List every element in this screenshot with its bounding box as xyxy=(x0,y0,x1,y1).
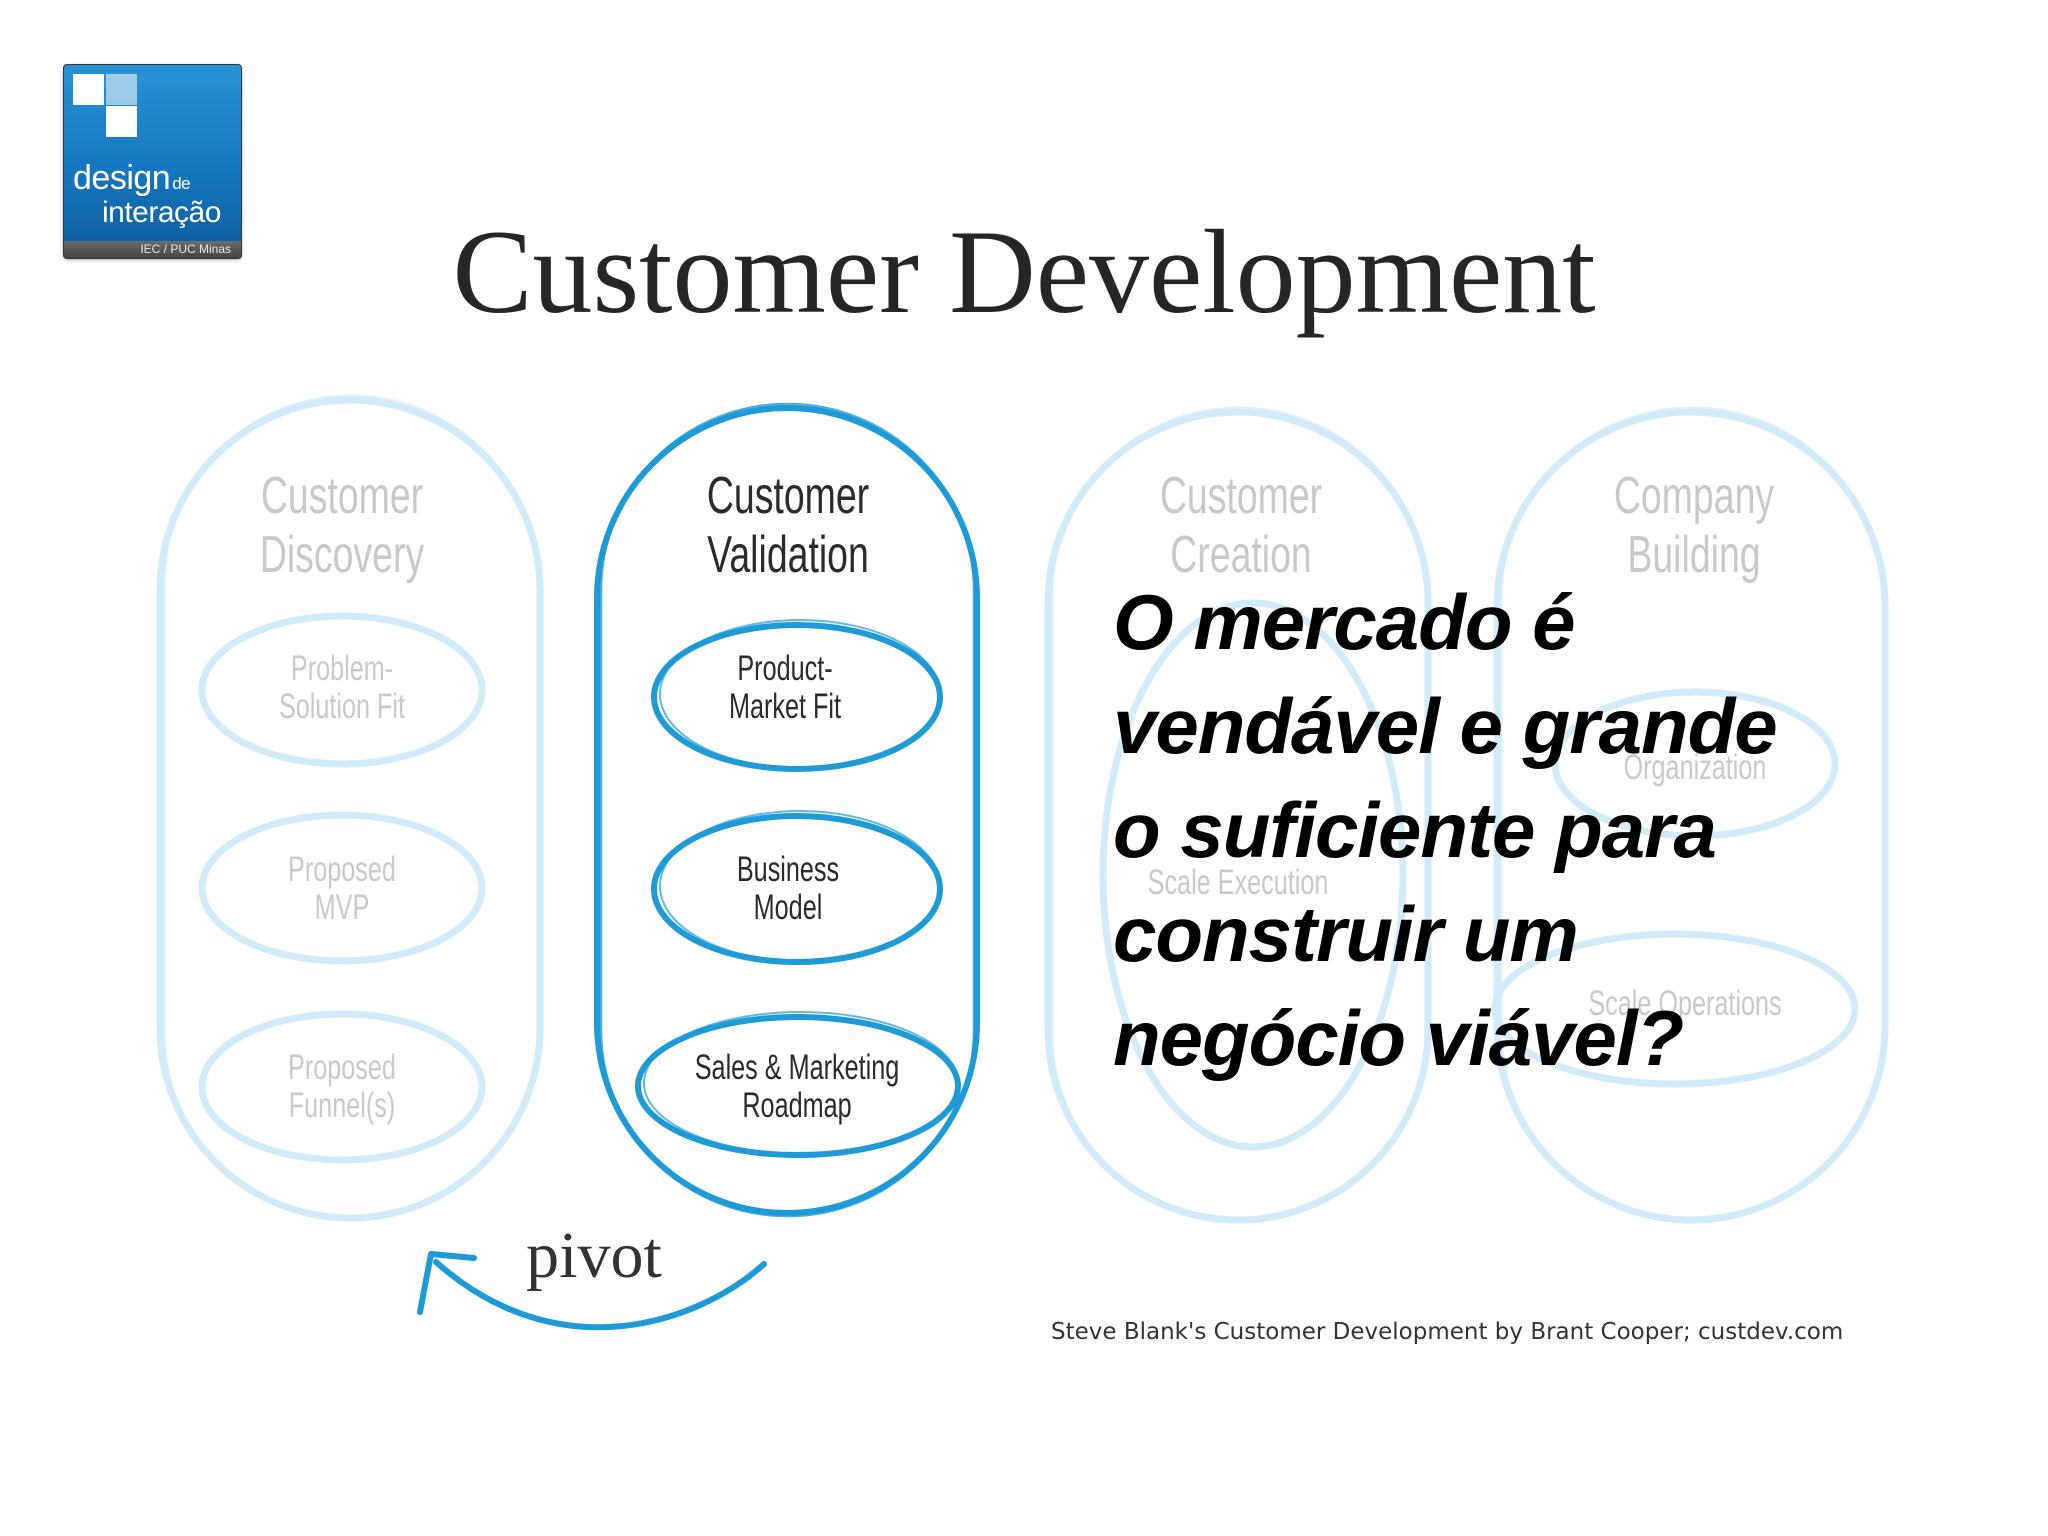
item-label-line: Market Fit xyxy=(728,687,842,726)
stage-label-line: Discovery xyxy=(259,526,425,584)
logo-square-icon xyxy=(106,106,137,137)
stage-label-creation: Customer Creation xyxy=(1126,467,1356,585)
item-ellipse-sketch xyxy=(659,619,941,769)
item-ellipse xyxy=(1099,599,1407,1151)
logo-square-icon xyxy=(73,74,104,105)
item-label-line: Roadmap xyxy=(742,1086,852,1125)
logo-institution: IEC / PUC Minas xyxy=(140,242,231,256)
question-line: O mercado é xyxy=(1113,578,1576,666)
pivot-arrow-icon xyxy=(417,1251,767,1331)
item-label-line: Sales & Marketing xyxy=(694,1048,900,1087)
logo-word-de: de xyxy=(172,174,191,193)
item-label-line: Scale Execution xyxy=(1147,863,1329,902)
pivot-label: pivot xyxy=(526,1219,662,1292)
stage-validation xyxy=(594,402,980,1218)
item-label-sales-marketing-roadmap: Sales & Marketing Roadmap xyxy=(682,1049,912,1125)
logo-square-icon xyxy=(106,74,137,105)
pivot-arrow-head xyxy=(417,1251,477,1315)
item-label-line: Business xyxy=(736,850,840,889)
item-label-line: Proposed xyxy=(288,850,396,889)
item-label-scale-execution: Scale Execution xyxy=(1123,864,1353,902)
item-label-organization: Organization xyxy=(1580,749,1810,787)
stage-label-line: Customer xyxy=(706,467,870,525)
stage-label-line: Validation xyxy=(707,526,869,584)
stage-outline xyxy=(594,405,980,1216)
item-label-line: Organization xyxy=(1623,748,1767,787)
stage-outline xyxy=(1044,408,1432,1224)
item-label-product-market-fit: Product- Market Fit xyxy=(670,650,900,726)
logo-institution-bar: IEC / PUC Minas xyxy=(64,241,241,258)
item-label-line: Funnel(s) xyxy=(288,1086,396,1125)
item-label-line: Proposed xyxy=(288,1048,396,1087)
stage-label-line: Building xyxy=(1627,526,1761,584)
item-ellipse xyxy=(198,1010,486,1164)
stage-label-building: Company Building xyxy=(1579,467,1809,585)
page-title: Customer Development xyxy=(452,205,1596,338)
item-label-scale-operations: Scale Operations xyxy=(1570,985,1800,1023)
stage-label-line: Customer xyxy=(260,467,424,525)
item-label-problem-solution-fit: Problem- Solution Fit xyxy=(227,650,457,726)
item-label-line: Product- xyxy=(737,649,833,688)
item-ellipse xyxy=(1551,688,1839,840)
stage-outline xyxy=(1493,408,1889,1224)
stage-label-line: Company xyxy=(1613,467,1775,525)
item-ellipse-sketch xyxy=(643,1011,959,1155)
stage-outline-sketch xyxy=(162,394,540,1222)
item-label-line: Solution Fit xyxy=(278,687,406,726)
question-overlay: O mercado é vendável e grande o suficien… xyxy=(1113,570,2013,1090)
question-line: negócio viável? xyxy=(1113,994,1684,1082)
stage-label-discovery: Customer Discovery xyxy=(227,467,457,585)
pivot-arrow-curve xyxy=(433,1259,767,1331)
stage-outline-sketch xyxy=(1050,406,1428,1224)
item-ellipse xyxy=(1491,930,1859,1088)
stage-label-validation: Customer Validation xyxy=(673,467,903,585)
item-label-line: Scale Operations xyxy=(1588,984,1782,1023)
item-ellipse-sketch xyxy=(659,810,941,962)
item-ellipse xyxy=(198,811,486,965)
source-credit: Steve Blank's Customer Development by Br… xyxy=(1051,1319,1844,1345)
item-label-line: Problem- xyxy=(290,649,394,688)
logo-word-design: design xyxy=(73,159,171,197)
question-line: construir um xyxy=(1113,890,1579,978)
stage-outline-sketch xyxy=(1499,406,1885,1224)
item-label-line: Model xyxy=(753,888,823,927)
question-line: o suficiente para xyxy=(1113,786,1717,874)
stage-label-line: Customer xyxy=(1159,467,1323,525)
question-line: vendável e grande xyxy=(1113,682,1778,770)
stage-creation xyxy=(1044,406,1432,1224)
stage-outline xyxy=(156,396,544,1222)
logo-word-interacao: interação xyxy=(102,196,221,229)
stage-building xyxy=(1491,406,1889,1224)
item-label-proposed-mvp: Proposed MVP xyxy=(227,851,457,927)
item-label-proposed-funnels: Proposed Funnel(s) xyxy=(227,1049,457,1125)
stage-outline-sketch xyxy=(599,402,976,1218)
item-ellipse xyxy=(198,612,486,768)
stage-label-line: Creation xyxy=(1170,526,1312,584)
item-label-line: MVP xyxy=(314,888,370,927)
item-label-business-model: Business Model xyxy=(673,851,903,927)
stage-discovery xyxy=(156,394,544,1222)
